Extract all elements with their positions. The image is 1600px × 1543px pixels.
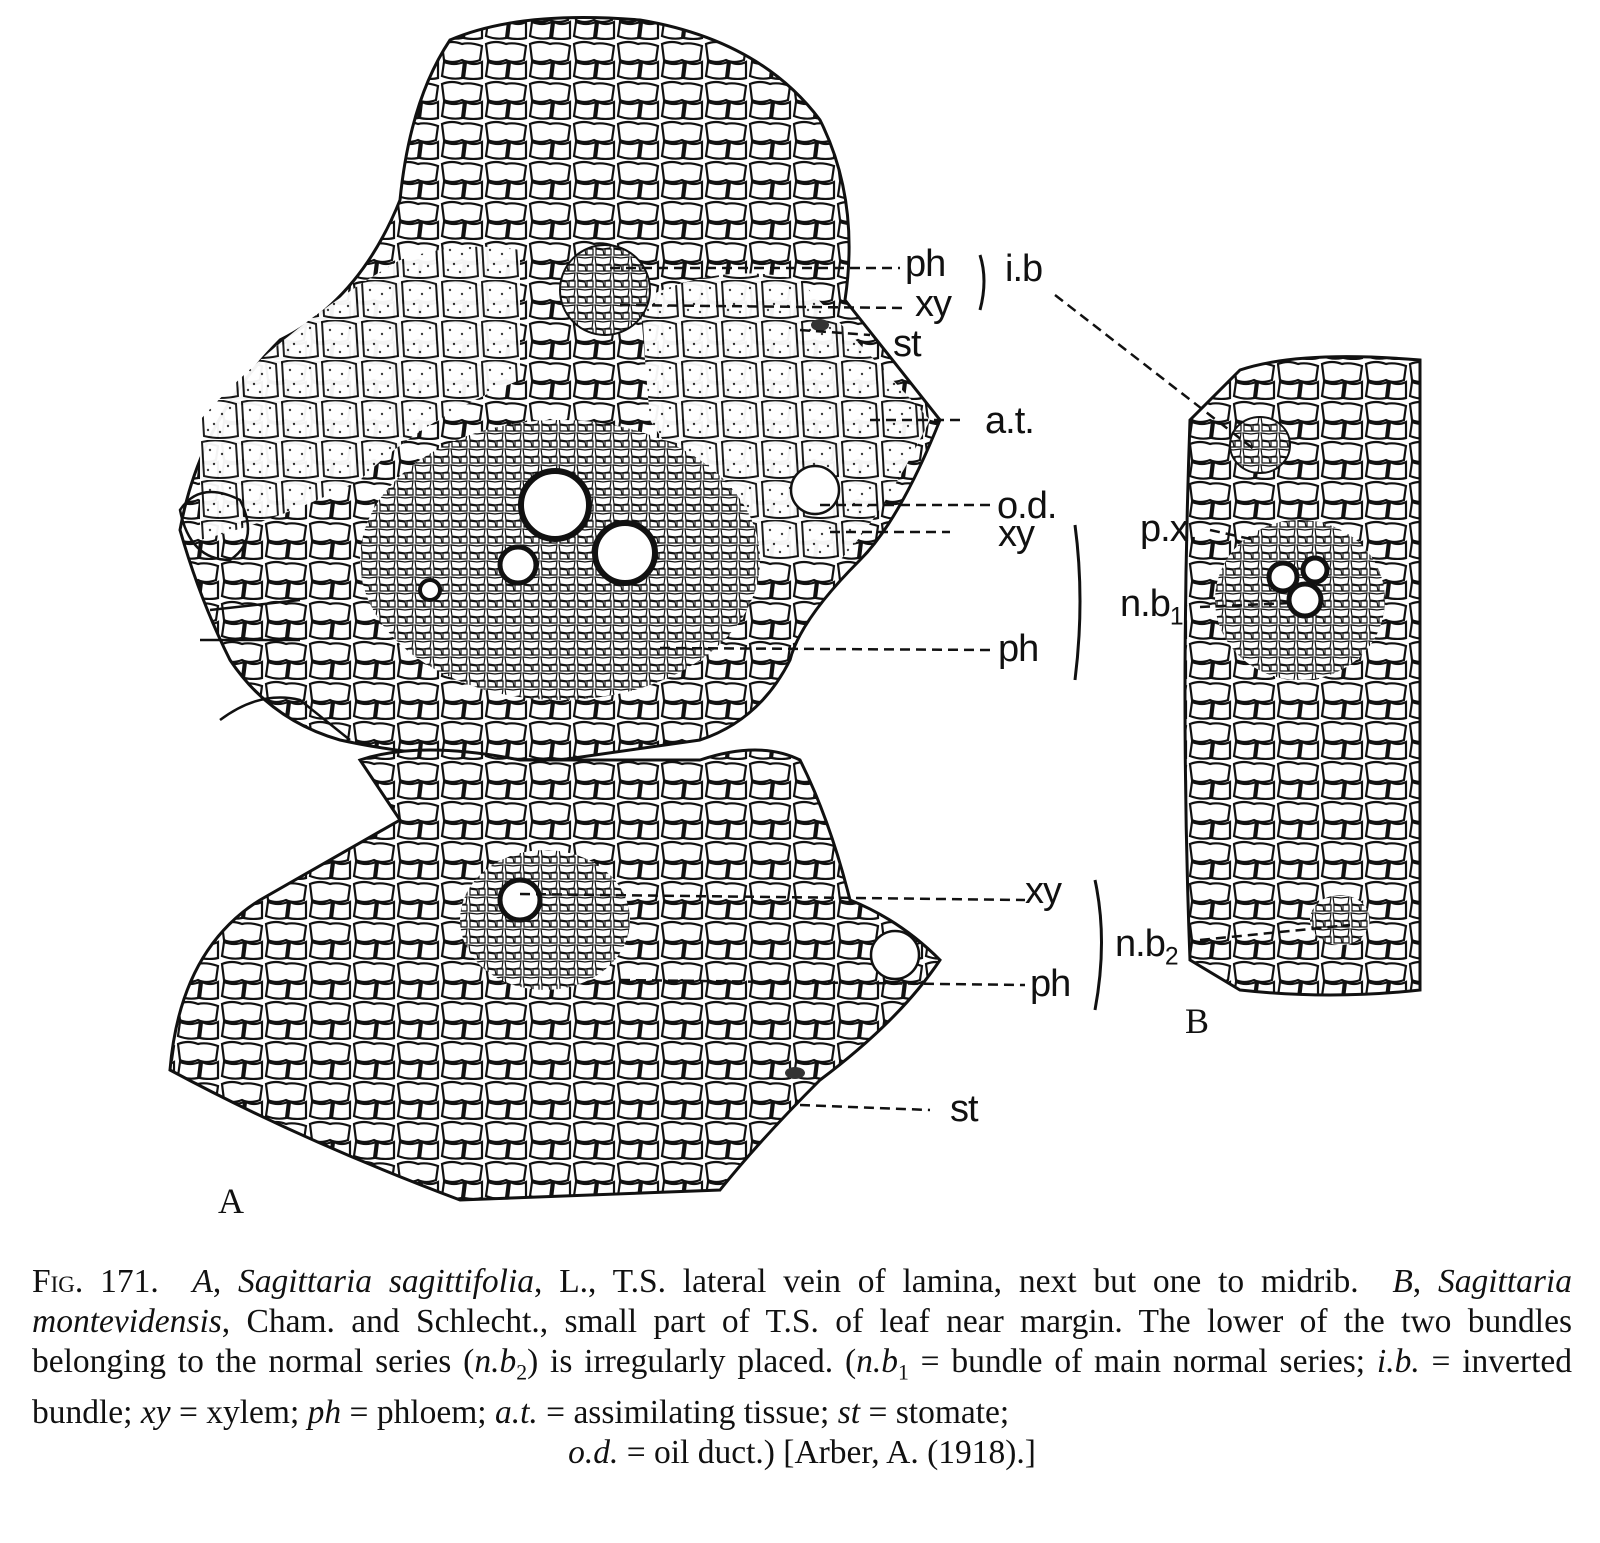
label-phloem-inverted: ph [905,243,946,285]
label-phloem-nb2: ph [1030,963,1071,1005]
leaf-cross-section-drawing [168,16,1422,1202]
label-inverted-bundle: i.b [1005,248,1043,290]
figure-illustration: ph xy st a.t. o.d. xy ph xy ph st i.b p.… [168,16,1422,1221]
label-phloem-nb1: ph [998,628,1039,670]
label-xylem-nb1: xy [998,513,1035,555]
label-stomate-top: st [893,323,922,365]
label-oil-duct: o.d. [997,485,1057,527]
label-normal-bundle-1: n.b1 [1120,583,1184,631]
label-assimilating-tissue: a.t. [985,400,1035,442]
species-b: Sagittaria montevidensis [32,1263,1572,1340]
panel-letter-b: B [1185,1001,1210,1041]
species-a: Sagittaria sagittifolia [238,1263,535,1300]
label-xylem-inverted: xy [915,283,952,325]
label-protoxylem: p.x. [1140,508,1198,550]
label-xylem-nb2: xy [1025,870,1062,912]
figure-caption: Fig. 171. A, Sagittaria sagittifolia, L.… [32,1263,1572,1471]
panel-letter-a: A [218,1181,244,1221]
label-normal-bundle-2: n.b2 [1115,923,1179,971]
figure-number: Fig. 171. [32,1263,159,1300]
label-stomate-bottom: st [950,1088,979,1130]
